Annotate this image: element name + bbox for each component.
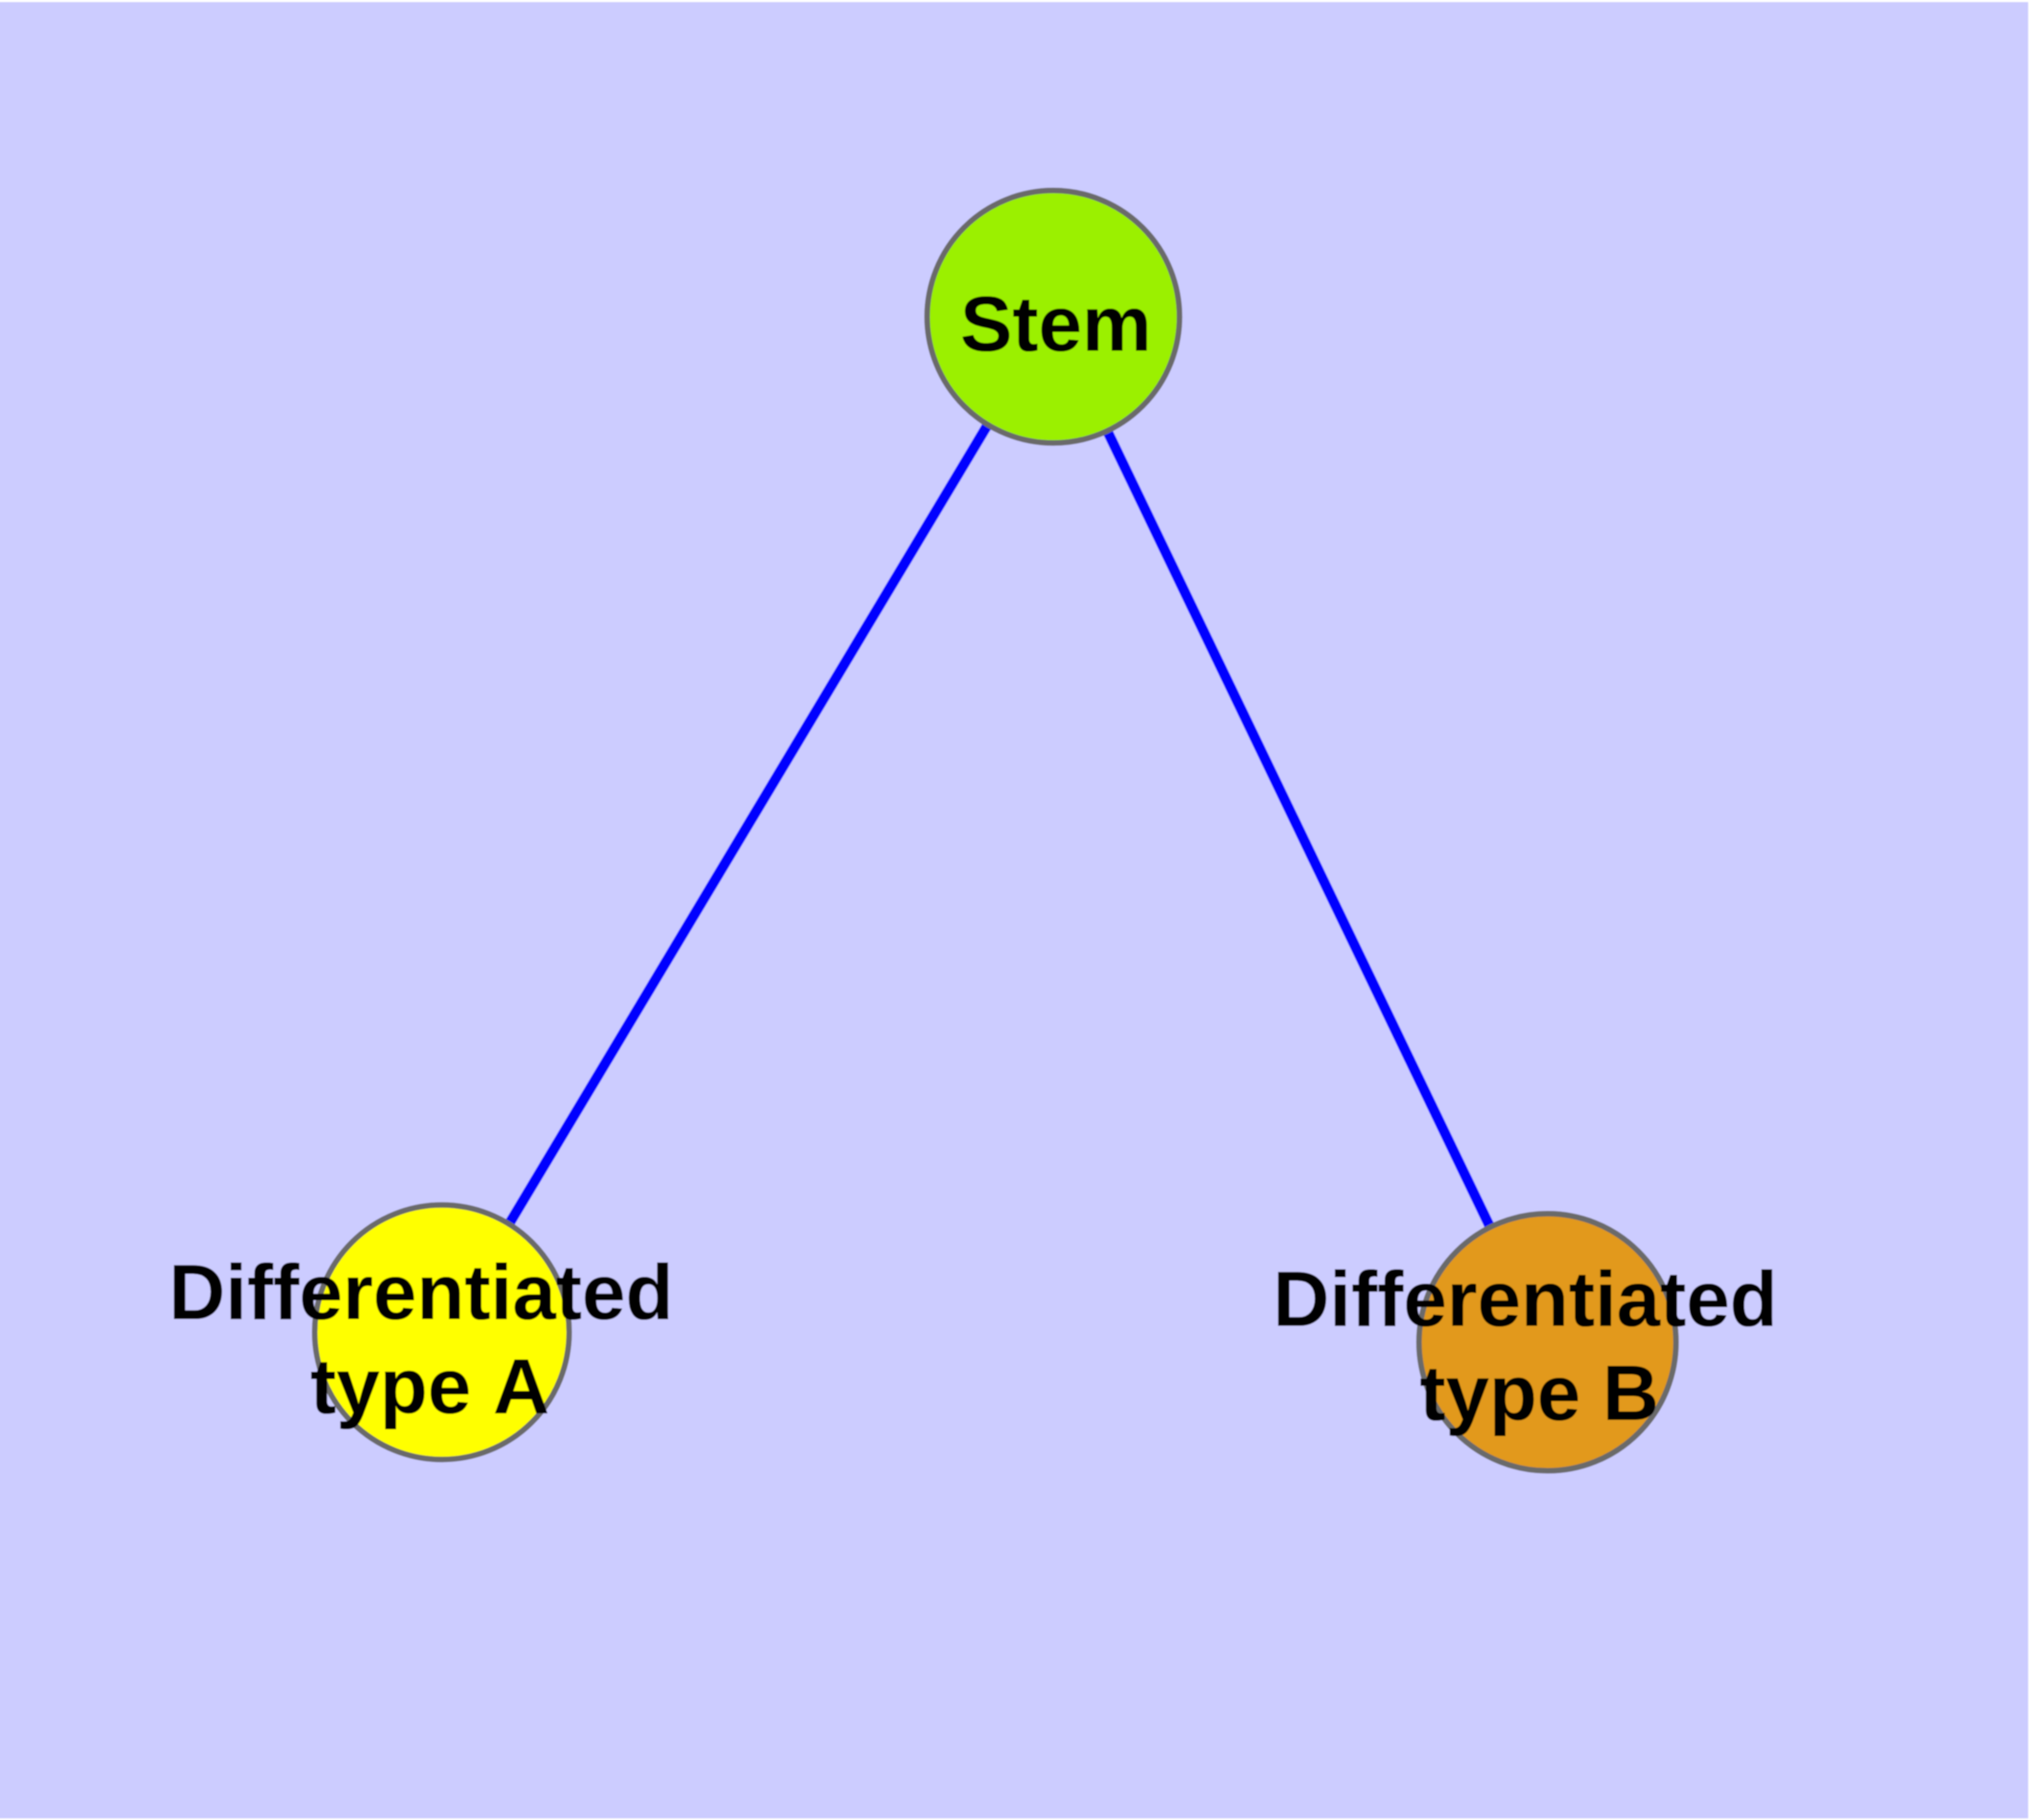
svg-text:Differentiated: Differentiated [1273,1256,1778,1343]
svg-text:type B: type B [1420,1350,1659,1437]
svg-text:Differentiated: Differentiated [169,1250,673,1336]
svg-text:Stem: Stem [960,281,1152,368]
svg-text:type A: type A [311,1343,550,1430]
